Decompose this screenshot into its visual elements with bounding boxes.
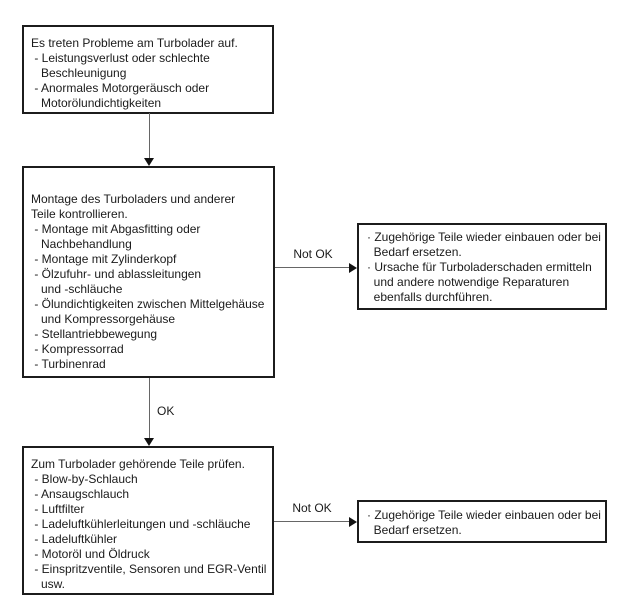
text-line: - Blow-by-Schlauch [31,472,138,486]
text-line: - Ladeluftkühlerleitungen und -schläuche [31,517,251,531]
node-action-not-ok-2: · Zugehörige Teile wieder einbauen oder … [357,500,607,543]
connector-montage-to-teile [149,378,150,439]
node-check-teile: Zum Turbolader gehörende Teile prüfen. -… [22,446,274,595]
text-line: · Zugehörige Teile wieder einbauen oder … [367,230,601,244]
text-line: Es treten Probleme am Turbolader auf. [31,36,238,50]
node-action-not-ok-1: · Zugehörige Teile wieder einbauen oder … [357,223,607,310]
text-line: Beschleunigung [31,66,127,80]
text-line: Nachbehandlung [31,237,132,251]
text-line: Teile kontrollieren. [31,207,128,221]
text-line: - Anormales Motorgeräusch oder [31,81,210,95]
arrowhead-right-icon [349,517,357,527]
text-line: und Kompressorgehäuse [31,312,176,326]
text-line: - Montage mit Zylinderkopf [31,252,177,266]
text-line: und andere notwendige Reparaturen [367,275,570,289]
text-line: - Ölundichtigkeiten zwischen Mittelgehäu… [31,297,265,311]
edge-label-ok: OK [157,404,175,418]
text-line: und -schläuche [31,282,123,296]
connector-teile-to-not-ok-2 [274,521,351,522]
text-line: Motorölundichtigkeiten [31,96,162,110]
arrowhead-down-icon [144,438,154,446]
text-line: · Zugehörige Teile wieder einbauen oder … [367,508,601,522]
text-line: Zum Turbolader gehörende Teile prüfen. [31,457,245,471]
text-line: - Kompressorrad [31,342,124,356]
text-line: - Ölzufuhr- und ablassleitungen [31,267,202,281]
text-line: - Motoröl und Öldruck [31,547,150,561]
text-line: - Montage mit Abgasfitting oder [31,222,201,236]
edge-label-not-ok-1: Not OK [293,247,333,261]
text-line: Bedarf ersetzen. [367,523,462,537]
text-line: usw. [31,577,66,591]
node-symptom: Es treten Probleme am Turbolader auf. - … [22,25,274,114]
text-line: ebenfalls durchführen. [367,290,493,304]
text-line: Bedarf ersetzen. [367,245,462,259]
text-line: Montage des Turboladers und anderer [31,192,236,206]
text-line: - Luftfilter [31,502,85,516]
text-line: · Ursache für Turboladerschaden ermittel… [367,260,592,274]
text-line: - Ansaugschlauch [31,487,130,501]
text-line: - Einspritzventile, Sensoren und EGR-Ven… [31,562,267,576]
text-line: - Ladeluftkühler [31,532,118,546]
text-line: - Leistungsverlust oder schlechte [31,51,210,65]
connector-symptom-to-montage [149,113,150,160]
edge-label-not-ok-2: Not OK [292,501,332,515]
arrowhead-down-icon [144,158,154,166]
arrowhead-right-icon [349,263,357,273]
text-line: - Turbinenrad [31,357,106,371]
text-line: - Stellantriebbewegung [31,327,158,341]
connector-montage-to-not-ok-1 [275,267,351,268]
